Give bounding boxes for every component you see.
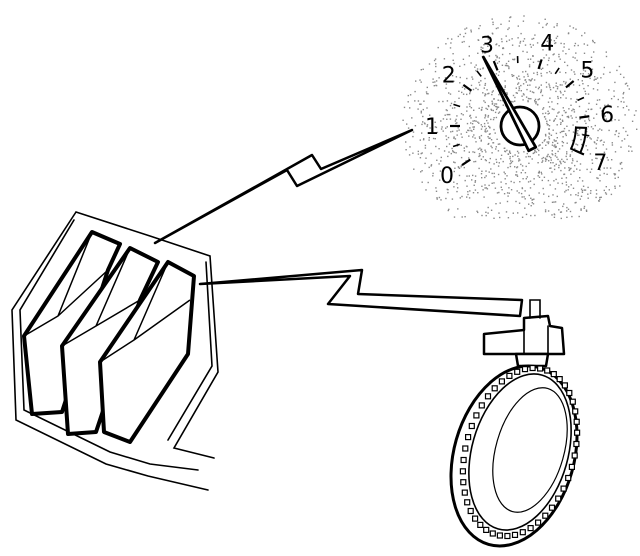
tone-wheel-tooth <box>464 499 471 506</box>
tone-wheel-tooth <box>498 378 505 385</box>
gauge-needle-pointer <box>481 55 538 153</box>
gauge-minor-tick <box>452 143 460 148</box>
gauge-major-tick <box>537 59 543 70</box>
tone-wheel-tooth <box>544 367 551 374</box>
tone-wheel-tooth <box>569 398 576 405</box>
signal-link-sensor-to-ecu <box>198 268 524 318</box>
gauge-scale-label: 3 <box>480 33 494 58</box>
tone-wheel-tooth <box>472 515 479 522</box>
tone-wheel-tooth <box>468 422 475 430</box>
tone-wheel-tooth <box>555 495 562 502</box>
tone-wheel-tooth <box>548 504 556 511</box>
tone-wheel-tooth <box>506 372 513 379</box>
gauge-scale-label: 5 <box>580 58 594 83</box>
tone-wheel-tooth <box>459 468 466 475</box>
ecu-module <box>60 246 160 436</box>
gauge-scale-label: 2 <box>442 63 456 88</box>
gauge-minor-tick <box>453 103 461 108</box>
gauge-scale-label: 6 <box>600 103 614 128</box>
tone-wheel-tooth <box>573 429 581 436</box>
gauge-scale-labels: 01 23 4 56 7 <box>425 31 614 189</box>
tone-wheel-tooth <box>462 445 469 452</box>
gauge-stipple-background <box>402 15 638 220</box>
gauge-major-tick <box>565 80 575 89</box>
tone-wheel-tooth <box>572 408 579 415</box>
control-unit-housing <box>11 211 219 491</box>
tone-wheel <box>449 364 581 548</box>
gauge-minor-tick <box>577 96 585 102</box>
tone-wheel-tooth <box>484 393 492 400</box>
tone-wheel-tooth <box>568 463 576 470</box>
tone-wheel-tooth <box>534 519 542 526</box>
gauge-redline-zone <box>569 126 588 155</box>
tone-wheel-tooth <box>491 385 498 392</box>
gauge-minor-tick <box>476 70 482 77</box>
tone-wheel-tooth <box>556 376 563 383</box>
gauge-minor-tick <box>554 67 560 75</box>
ecu-module <box>98 260 196 444</box>
speed-sensor <box>482 299 566 368</box>
tone-wheel-tooth <box>473 412 480 419</box>
tone-wheel-tooth <box>504 532 511 540</box>
tone-wheel-tooth <box>460 456 467 464</box>
gauge-scale-label: 4 <box>540 31 554 56</box>
gauge-scale-label: 7 <box>593 151 607 176</box>
signal-link-ecu-to-gauge <box>153 128 414 245</box>
tone-wheel-tooth <box>478 402 485 409</box>
tone-wheel-tooth <box>573 440 580 448</box>
tone-wheel-tooth <box>550 371 557 378</box>
tone-wheel-tooth <box>511 531 519 539</box>
tone-wheel-tooth <box>561 382 569 389</box>
gauge-major-tick <box>462 83 473 92</box>
tone-wheel-tooth <box>514 368 521 375</box>
control-unit <box>11 211 219 491</box>
gauge-scale-label: 1 <box>425 115 439 140</box>
tone-wheel-tooth <box>566 389 573 397</box>
gauge-tick-marks <box>450 56 590 167</box>
tachometer-gauge: 01 23 4 56 7 <box>402 15 638 220</box>
gauge-needle <box>481 55 541 153</box>
tone-wheel-tooth <box>536 365 544 372</box>
tone-wheel-tooth <box>483 526 490 534</box>
tone-wheel-tooth <box>461 489 468 496</box>
tone-wheel-tooth <box>467 507 474 515</box>
tone-wheel-tooth <box>519 529 526 536</box>
tone-wheel-tooth <box>565 474 572 482</box>
gauge-major-tick <box>461 158 471 167</box>
gauge-major-tick <box>579 115 590 119</box>
tone-wheel-tooth <box>529 364 536 372</box>
gauge-major-tick <box>492 60 499 71</box>
tone-wheel-tooth <box>460 479 467 486</box>
tone-wheel-tooth <box>496 532 503 539</box>
tone-wheel-tooth <box>477 521 484 529</box>
tone-wheel-tooth <box>465 434 472 441</box>
tone-wheel-tooth <box>527 524 534 532</box>
tone-wheel-tooth <box>560 485 567 492</box>
tone-wheel-tooth <box>489 530 496 537</box>
tone-wheel-teeth <box>459 364 581 540</box>
tone-wheel-tooth <box>573 418 580 425</box>
tone-wheel-tooth <box>521 366 529 373</box>
gauge-scale-label: 0 <box>440 164 454 189</box>
tone-wheel-tooth <box>571 452 578 459</box>
tone-wheel-tooth <box>542 512 549 519</box>
ecu-module <box>22 230 122 416</box>
